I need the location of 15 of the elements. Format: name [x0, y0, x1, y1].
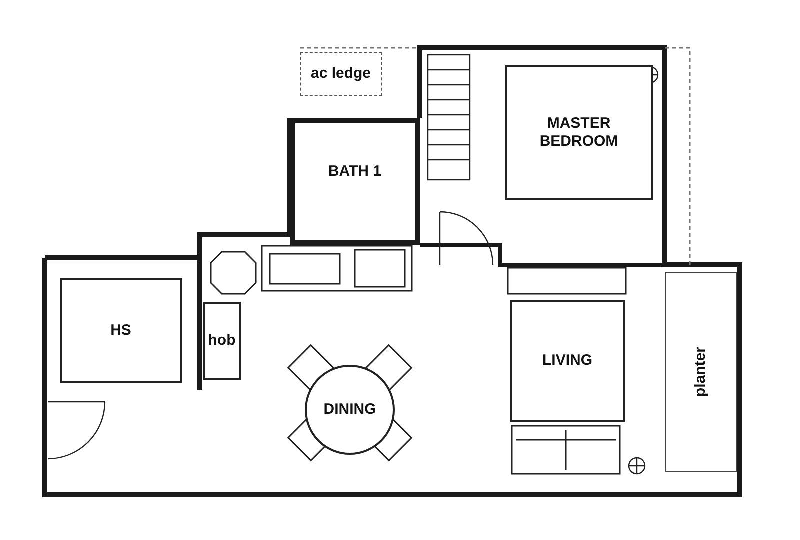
room-label: ac ledge [310, 65, 372, 83]
room-label: planter [692, 346, 710, 397]
room-label: MASTER BEDROOM [538, 114, 620, 150]
room-outline [60, 278, 182, 383]
ledge-outline [300, 52, 382, 96]
room-outline [290, 118, 420, 245]
room-label: HS [110, 322, 132, 340]
room-label: hob [208, 332, 236, 350]
room-outline [203, 302, 241, 380]
planter-outline [665, 272, 737, 472]
room-label: LIVING [542, 352, 592, 370]
rug-outline [510, 300, 625, 422]
room-label: DINING [324, 401, 376, 419]
bed-outline [505, 65, 653, 200]
room-label: BATH 1 [328, 163, 382, 181]
